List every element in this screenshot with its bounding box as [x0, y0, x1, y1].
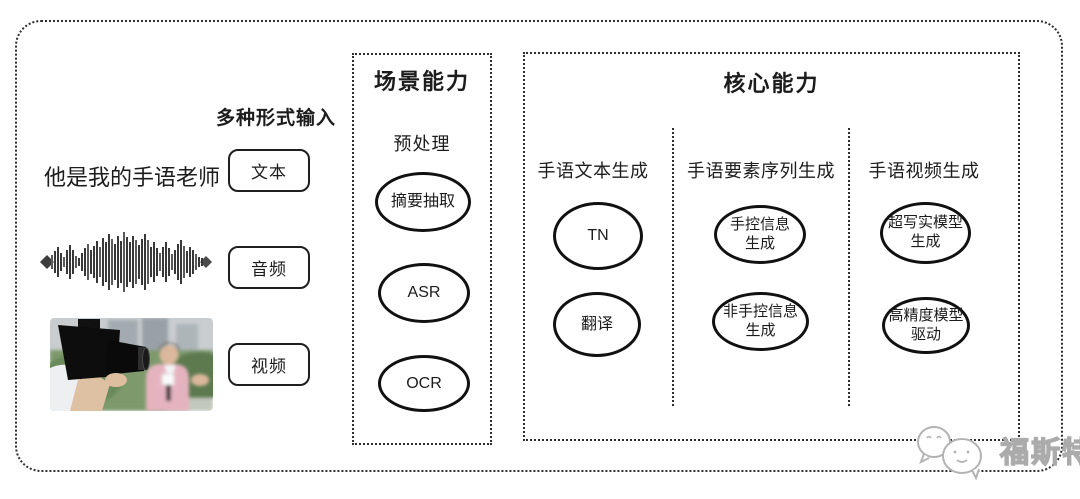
photo-reporter	[146, 342, 209, 411]
diagram-outer-frame	[15, 20, 1063, 472]
core-column-divider-2	[848, 128, 850, 406]
sample-sentence-text: 他是我的手语老师	[44, 165, 221, 190]
core-box-title: 核心能力	[723, 71, 820, 96]
node-hyperreal-model-generation: 超写实模型 生成	[880, 202, 971, 264]
input-box-text: 文本	[228, 149, 310, 192]
node-high-precision-model-drive: 高精度模型 驱动	[882, 297, 970, 354]
node-manual-info-generation: 手控信息 生成	[714, 205, 806, 264]
node-ocr: OCR	[378, 355, 470, 412]
column-header-sign-video-generation: 手语视频生成	[868, 161, 980, 181]
column-header-sign-element-sequence-generation: 手语要素序列生成	[687, 161, 835, 181]
scene-box-title: 场景能力	[373, 69, 470, 94]
input-box-video: 视频	[228, 343, 310, 386]
node-translation: 翻译	[553, 292, 641, 357]
column-header-sign-text-generation: 手语文本生成	[537, 161, 649, 181]
watermark-logo-icon	[908, 420, 1002, 481]
core-column-divider-1	[672, 128, 674, 406]
audio-waveform-image	[38, 224, 216, 300]
preprocess-label: 预处理	[393, 134, 451, 154]
input-box-audio: 音频	[228, 246, 310, 289]
scene-capability-box	[352, 53, 492, 445]
node-tn: TN	[553, 202, 643, 270]
watermark-text: 福斯特	[999, 436, 1080, 469]
core-capability-box	[523, 52, 1020, 441]
node-summary-extraction: 摘要抽取	[375, 172, 471, 232]
node-non-manual-info-generation: 非手控信息 生成	[712, 292, 809, 351]
input-section-title: 多种形式输入	[215, 108, 336, 129]
photo-camera	[50, 319, 150, 411]
node-asr: ASR	[378, 263, 470, 323]
reporter-photo	[50, 318, 213, 411]
waveform-start-diamond	[40, 255, 54, 269]
input-box-video-label: 视频	[251, 357, 287, 376]
input-box-audio-label: 音频	[251, 260, 287, 279]
input-box-text-label: 文本	[251, 163, 287, 182]
